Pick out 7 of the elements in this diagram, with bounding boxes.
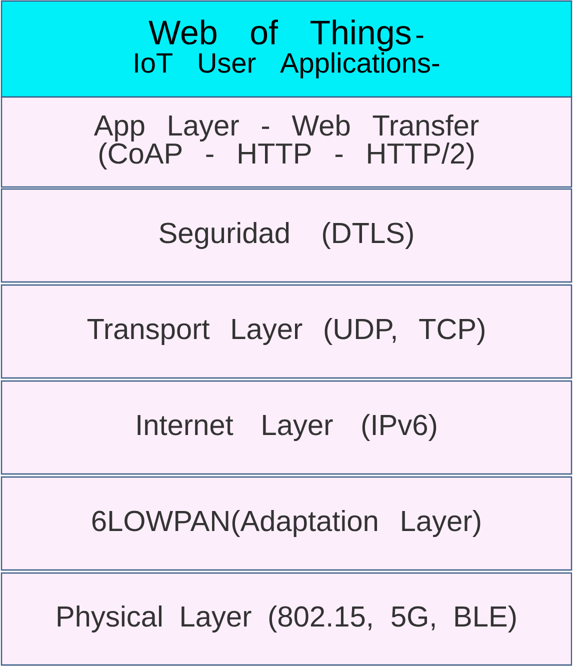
layer-box: Physical Layer (802.15, 5G, BLE) xyxy=(0,572,572,666)
layer-box: Internet Layer (IPv6) xyxy=(0,380,572,475)
layer-box: App Layer - Web Transfer (CoAP - HTTP - HTTP/2) xyxy=(0,96,572,188)
layer-box: Transport Layer (UDP, TCP) xyxy=(0,284,572,379)
title-box: Web of Things - IoT User Applications- xyxy=(0,0,572,98)
layer-box: 6LOWPAN(Adaptation Layer) xyxy=(0,476,572,571)
layer-box: Seguridad (DTLS) xyxy=(0,188,572,283)
